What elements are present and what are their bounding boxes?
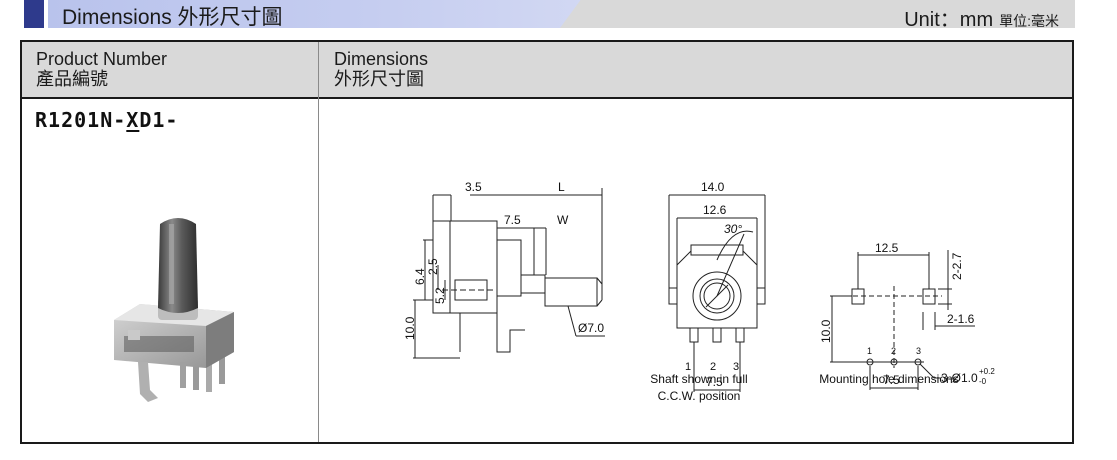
header-dimensions-cn: 外形尺寸圖	[334, 69, 424, 89]
table-header-row: Product Number 產品編號 Dimensions 外形尺寸圖	[22, 42, 1072, 99]
header-dimensions: Dimensions 外形尺寸圖	[334, 49, 428, 89]
mount-dim-10-0: 10.0	[819, 319, 833, 343]
front-pin-3: 3	[733, 361, 739, 373]
front-dim-7-5: 7.5	[706, 375, 723, 389]
section-title: Dimensions 外形尺寸圖	[62, 6, 283, 29]
dimension-drawing: 3.5 L 7.5 W 6.4 2.5 5.2 10.0 Ø7.0	[403, 180, 995, 392]
mount-pin-3: 3	[916, 346, 921, 356]
product-prefix: R1201N-	[35, 108, 127, 132]
mount-dim-2-1-6: 2-1.6	[947, 312, 975, 326]
front-view	[668, 194, 766, 392]
header-accent-bar	[24, 0, 44, 28]
side-dim-diameter: Ø7.0	[578, 321, 604, 335]
mount-pin-2: 2	[891, 346, 896, 356]
side-dim-6-4: 6.4	[413, 268, 427, 285]
front-caption: Shaft shown in full C.C.W. position	[634, 371, 764, 405]
unit-cn: 單位:毫米	[999, 13, 1059, 29]
product-variant: X	[126, 108, 140, 132]
side-dim-3-5: 3.5	[465, 180, 482, 194]
unit-label: Unit：mm 單位:毫米	[904, 3, 1059, 32]
side-dim-W: W	[557, 213, 569, 227]
mount-dim-7-5: 7.5	[883, 373, 900, 387]
front-dim-14-0: 14.0	[701, 180, 725, 194]
header-unit-band	[560, 0, 1075, 28]
front-pin-2: 2	[710, 361, 716, 373]
front-caption-line2: C.C.W. position	[657, 389, 741, 403]
header-title-band	[48, 0, 588, 28]
mount-dim-12-5: 12.5	[875, 241, 899, 255]
side-dim-7-5: 7.5	[504, 213, 521, 227]
unit-en: Unit：mm	[904, 9, 994, 31]
header-product-number-cn: 產品編號	[36, 69, 108, 89]
side-dim-5-2: 5.2	[433, 287, 447, 304]
mount-tol-plus: +0.2	[979, 367, 995, 376]
header-product-number-en: Product Number	[36, 49, 168, 69]
dimensions-table: Product Number 產品編號 Dimensions 外形尺寸圖 R12…	[20, 40, 1074, 444]
front-dim-30deg: 30°	[724, 222, 742, 236]
mount-dim-2-2-7: 2-2.7	[950, 252, 964, 280]
side-view	[413, 188, 605, 359]
product-photo	[114, 218, 234, 402]
header-dimensions-en: Dimensions	[334, 49, 429, 69]
side-dim-2-5: 2.5	[426, 258, 440, 275]
section-header: Dimensions 外形尺寸圖 Unit：mm 單位:毫米	[0, 0, 1117, 31]
mount-dim-hole: 3-Ø1.0	[941, 371, 978, 385]
header-product-number: Product Number 產品編號	[36, 49, 167, 89]
column-divider	[318, 42, 319, 442]
front-pin-1: 1	[685, 361, 691, 373]
side-dim-10-0: 10.0	[403, 316, 417, 340]
mount-caption: Mounting hole dimensions	[819, 372, 959, 386]
mount-tol-minus: -0	[979, 377, 987, 386]
mounting-view	[830, 250, 975, 390]
front-caption-line1: Shaft shown in full	[650, 372, 748, 386]
product-number: R1201N-XD1-	[35, 108, 178, 132]
front-dim-12-6: 12.6	[703, 203, 727, 217]
product-suffix: D1-	[139, 108, 179, 132]
mount-pin-1: 1	[867, 346, 872, 356]
side-dim-L: L	[558, 180, 565, 194]
